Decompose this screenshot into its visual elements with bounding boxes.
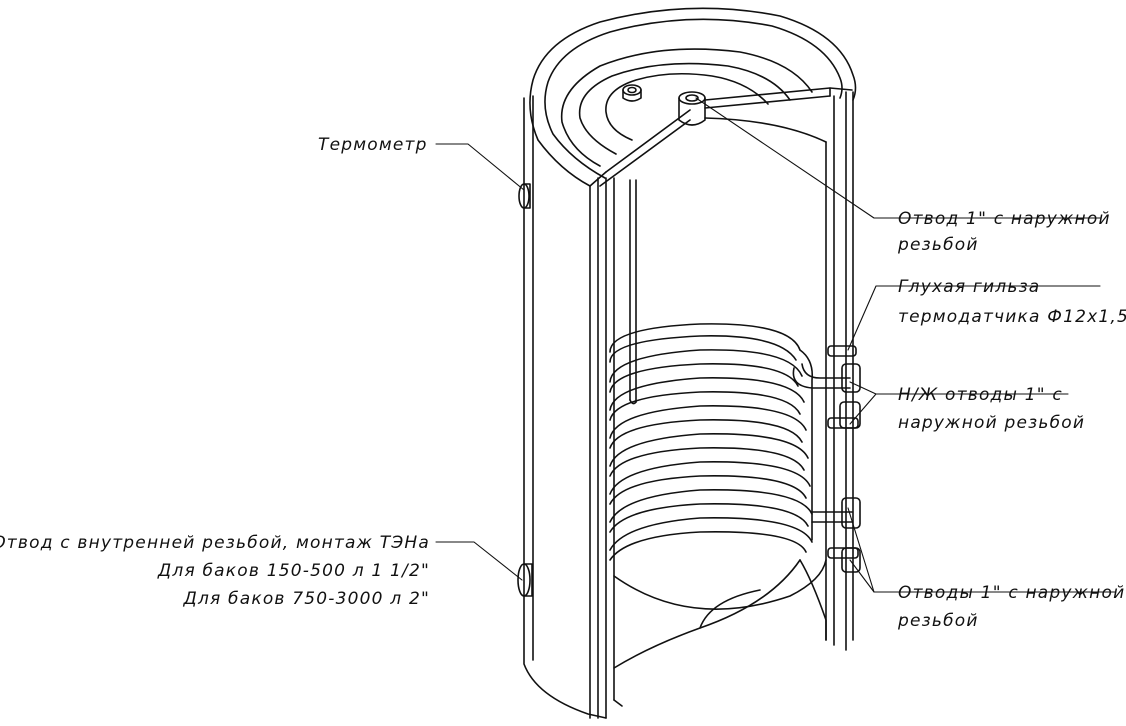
- side-outlets-label-line1: Отводы 1" с наружной: [898, 583, 1125, 603]
- sleeve-label-line2: термодатчика Ф12х1,5: [898, 307, 1126, 327]
- top-outlet-label-line1: Отвод 1" с наружной: [898, 209, 1111, 229]
- thermometer-label: Термометр: [318, 135, 428, 155]
- side-outlets-label-line2: резьбой: [897, 611, 979, 631]
- left-nozzles: [517, 183, 533, 597]
- coil-outlets-label-line1: Н/Ж отводы 1" с: [898, 385, 1063, 405]
- leader-lines: [435, 97, 1117, 593]
- coil-outlets-label-line2: наружной резьбой: [898, 413, 1085, 433]
- annotations: Термометр Отвод 1" с наружной резьбой Гл…: [0, 135, 1126, 631]
- heater-label-line2: Для баков 150-500 л 1 1/2": [157, 561, 430, 581]
- heat-exchanger-coil: [609, 323, 853, 561]
- sensor-sleeve-rod: [629, 179, 637, 405]
- top-outlet-label-line2: резьбой: [897, 235, 979, 255]
- cutaway-panel: [589, 109, 691, 719]
- heater-label-line3: Для баков 750-3000 л 2": [182, 589, 430, 609]
- tank-shell: [523, 7, 857, 719]
- heater-label-line1: Отвод с внутренней резьбой, монтаж ТЭНа: [0, 533, 430, 553]
- sleeve-label-line1: Глухая гильза: [898, 277, 1040, 297]
- top-fitting: [622, 84, 853, 646]
- side-fittings: [827, 345, 861, 573]
- tank-bottom: [613, 559, 827, 669]
